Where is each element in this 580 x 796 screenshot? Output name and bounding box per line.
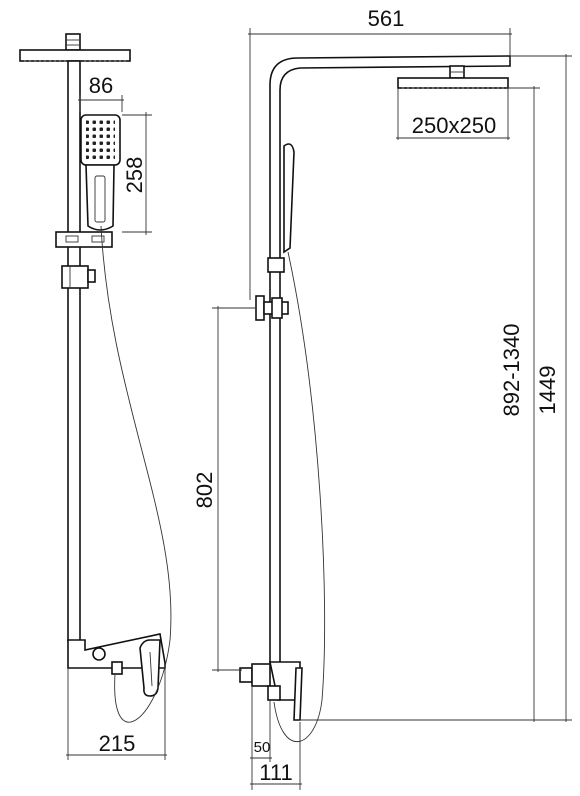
side-mixer <box>239 661 303 721</box>
front-overhead-shower <box>19 33 131 62</box>
dim-overall-reach: 561 <box>368 6 405 31</box>
side-overhead-shower <box>397 65 509 89</box>
dim-258-group: 258 <box>122 112 152 235</box>
front-hand-shower <box>80 114 121 231</box>
dim-215-group: 215 <box>66 668 167 760</box>
dim-handshower-width: 86 <box>89 73 113 98</box>
front-shower-column <box>67 60 81 642</box>
dim-head-size: 250x250 <box>412 113 496 138</box>
dim-802-group: 802 <box>192 306 256 672</box>
dim-mixer-depth: 111 <box>259 760 292 785</box>
front-diverter <box>61 265 96 289</box>
side-column-arm <box>269 55 511 665</box>
front-hose <box>100 225 172 723</box>
side-hose <box>273 251 326 743</box>
side-hand-shower <box>283 143 295 254</box>
dim-86-group: 86 <box>78 73 124 112</box>
dim-adjustable-height: 892-1340 <box>499 324 524 417</box>
side-diverter <box>255 295 289 321</box>
dim-mixer-height: 802 <box>192 472 217 509</box>
dim-250-group: 250x250 <box>396 88 510 140</box>
side-view: 561 250x250 892-1340 1449 802 <box>192 6 572 790</box>
dim-561-group: 561 <box>248 6 512 300</box>
side-slide-holder <box>267 257 285 273</box>
dim-892-group: 892-1340 <box>300 86 540 722</box>
front-slide-bracket <box>55 231 113 248</box>
dim-50-group: 50 <box>250 686 272 790</box>
dim-mixer-projection: 215 <box>99 731 136 756</box>
dim-total-height: 1449 <box>535 366 560 415</box>
dim-1449-group: 1449 <box>300 54 572 722</box>
front-mixer <box>67 633 166 697</box>
front-view: 86 258 215 <box>19 33 172 760</box>
dim-wall-offset: 50 <box>254 739 271 756</box>
dim-handshower-height: 258 <box>122 157 147 194</box>
dim-111-group: 111 <box>250 722 302 790</box>
